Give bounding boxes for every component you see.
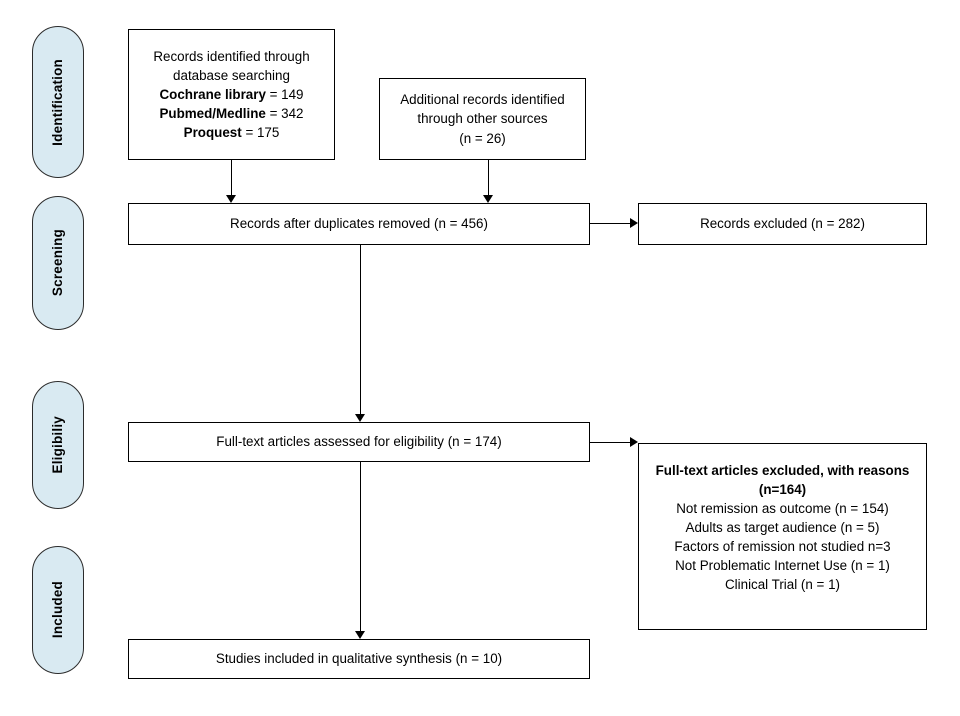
source-name-pubmed: Pubmed/Medline xyxy=(159,106,266,122)
records-identified-line-1: Records identified through xyxy=(153,48,310,64)
box-fulltext-assessed: Full-text articles assessed for eligibil… xyxy=(128,422,590,462)
box-fulltext-excluded: Full-text articles excluded, with reason… xyxy=(638,443,927,630)
records-identified-line-2: database searching xyxy=(173,67,290,83)
fulltext-excluded-heading-line-2: (n=164) xyxy=(758,482,807,498)
source-value-pubmed: = 342 xyxy=(269,106,304,122)
connector-duplicates-to-excluded xyxy=(590,223,630,224)
box-records-identified: Records identified through database sear… xyxy=(128,29,335,160)
box-studies-included: Studies included in qualitative synthesi… xyxy=(128,639,590,679)
fulltext-excluded-reason-3: Factors of remission not studied n=3 xyxy=(674,539,891,555)
fulltext-excluded-reason-2: Adults as target audience (n = 5) xyxy=(685,520,880,536)
source-name-cochrane: Cochrane library xyxy=(159,86,266,102)
fulltext-excluded-reason-4: Not Problematic Internet Use (n = 1) xyxy=(675,558,890,574)
stage-pill-eligibility: Eligibiliy xyxy=(32,381,84,509)
fulltext-assessed-text: Full-text articles assessed for eligibil… xyxy=(216,434,502,450)
arrowhead-duplicates-to-fulltext xyxy=(355,414,365,422)
records-identified-source-cochrane: Cochrane library = 149 xyxy=(137,85,326,104)
connector-fulltext-to-included xyxy=(360,462,361,631)
stage-label-identification: Identification xyxy=(50,58,66,146)
arrowhead-additional-to-duplicates xyxy=(483,195,493,203)
arrowhead-fulltext-to-excluded xyxy=(630,437,638,447)
source-name-proquest: Proquest xyxy=(183,125,242,141)
box-additional-records: Additional records identified through ot… xyxy=(379,78,586,160)
studies-included-text: Studies included in qualitative synthesi… xyxy=(215,651,503,667)
records-excluded-text: Records excluded (n = 282) xyxy=(700,216,865,232)
duplicates-removed-text: Records after duplicates removed (n = 45… xyxy=(230,216,488,232)
additional-records-line-2: through other sources xyxy=(417,111,548,127)
fulltext-excluded-reason-5: Clinical Trial (n = 1) xyxy=(725,577,840,593)
stage-pill-included: Included xyxy=(32,546,84,674)
additional-records-line-1: Additional records identified xyxy=(400,92,565,108)
stage-label-eligibility: Eligibiliy xyxy=(50,416,66,474)
fulltext-excluded-heading-line-1: Full-text articles excluded, with reason… xyxy=(655,463,910,478)
arrowhead-identified-to-duplicates xyxy=(226,195,236,203)
box-records-excluded: Records excluded (n = 282) xyxy=(638,203,927,245)
connector-identified-to-duplicates xyxy=(231,160,232,195)
records-identified-source-pubmed: Pubmed/Medline = 342 xyxy=(137,104,326,123)
box-duplicates-removed: Records after duplicates removed (n = 45… xyxy=(128,203,590,245)
arrowhead-duplicates-to-excluded xyxy=(630,218,638,228)
source-value-cochrane: = 149 xyxy=(269,86,304,102)
connector-fulltext-to-excluded xyxy=(590,442,630,443)
connector-additional-to-duplicates xyxy=(488,160,489,195)
fulltext-excluded-reason-1: Not remission as outcome (n = 154) xyxy=(676,501,889,517)
stage-pill-screening: Screening xyxy=(32,196,84,330)
source-value-proquest: = 175 xyxy=(245,125,280,141)
stage-label-included: Included xyxy=(50,581,66,639)
stage-label-screening: Screening xyxy=(50,229,66,297)
records-identified-source-proquest: Proquest = 175 xyxy=(137,123,326,142)
additional-records-count: (n = 26) xyxy=(459,130,506,146)
stage-pill-identification: Identification xyxy=(32,26,84,178)
connector-duplicates-to-fulltext xyxy=(360,245,361,414)
arrowhead-fulltext-to-included xyxy=(355,631,365,639)
